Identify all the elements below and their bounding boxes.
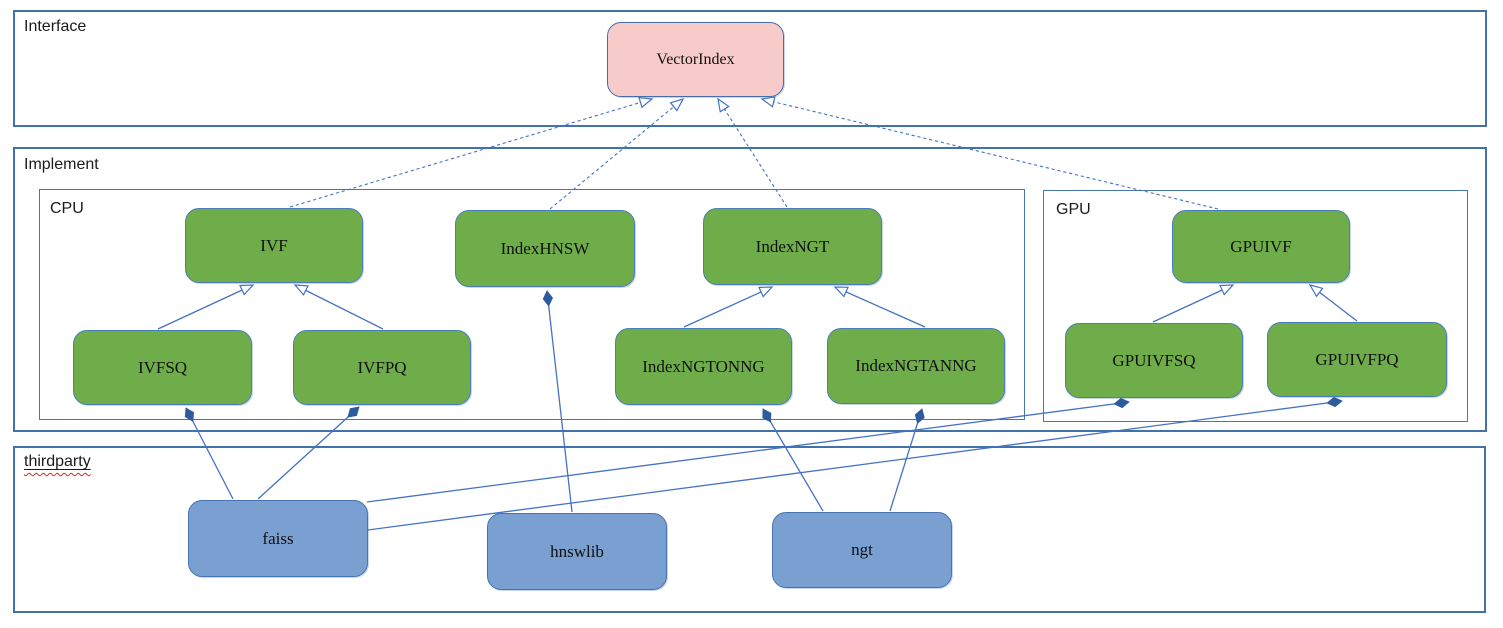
node-ivfpq: IVFPQ xyxy=(293,330,471,405)
node-indexngtanng: IndexNGTANNG xyxy=(827,328,1005,404)
node-ivfsq: IVFSQ xyxy=(73,330,252,405)
thirdparty-misspell-underline: thirdparty xyxy=(24,453,91,470)
node-ivf: IVF xyxy=(185,208,363,283)
node-indexhnsw: IndexHNSW xyxy=(455,210,635,287)
node-indexngtonng: IndexNGTONNG xyxy=(615,328,792,405)
node-hnswlib: hnswlib xyxy=(487,513,667,590)
thirdparty-group-label: thirdparty xyxy=(24,453,91,471)
cpu-group-label: CPU xyxy=(50,200,84,217)
node-ngt: ngt xyxy=(772,512,952,588)
node-faiss: faiss xyxy=(188,500,368,577)
node-gpuivfpq: GPUIVFPQ xyxy=(1267,322,1447,397)
implement-group-label: Implement xyxy=(24,156,99,173)
node-gpuivfsq: GPUIVFSQ xyxy=(1065,323,1243,398)
node-indexngt: IndexNGT xyxy=(703,208,882,285)
node-gpuivf: GPUIVF xyxy=(1172,210,1350,283)
gpu-group-label: GPU xyxy=(1056,201,1091,218)
interface-group-label: Interface xyxy=(24,18,87,35)
node-vectorindex: VectorIndex xyxy=(607,22,784,97)
